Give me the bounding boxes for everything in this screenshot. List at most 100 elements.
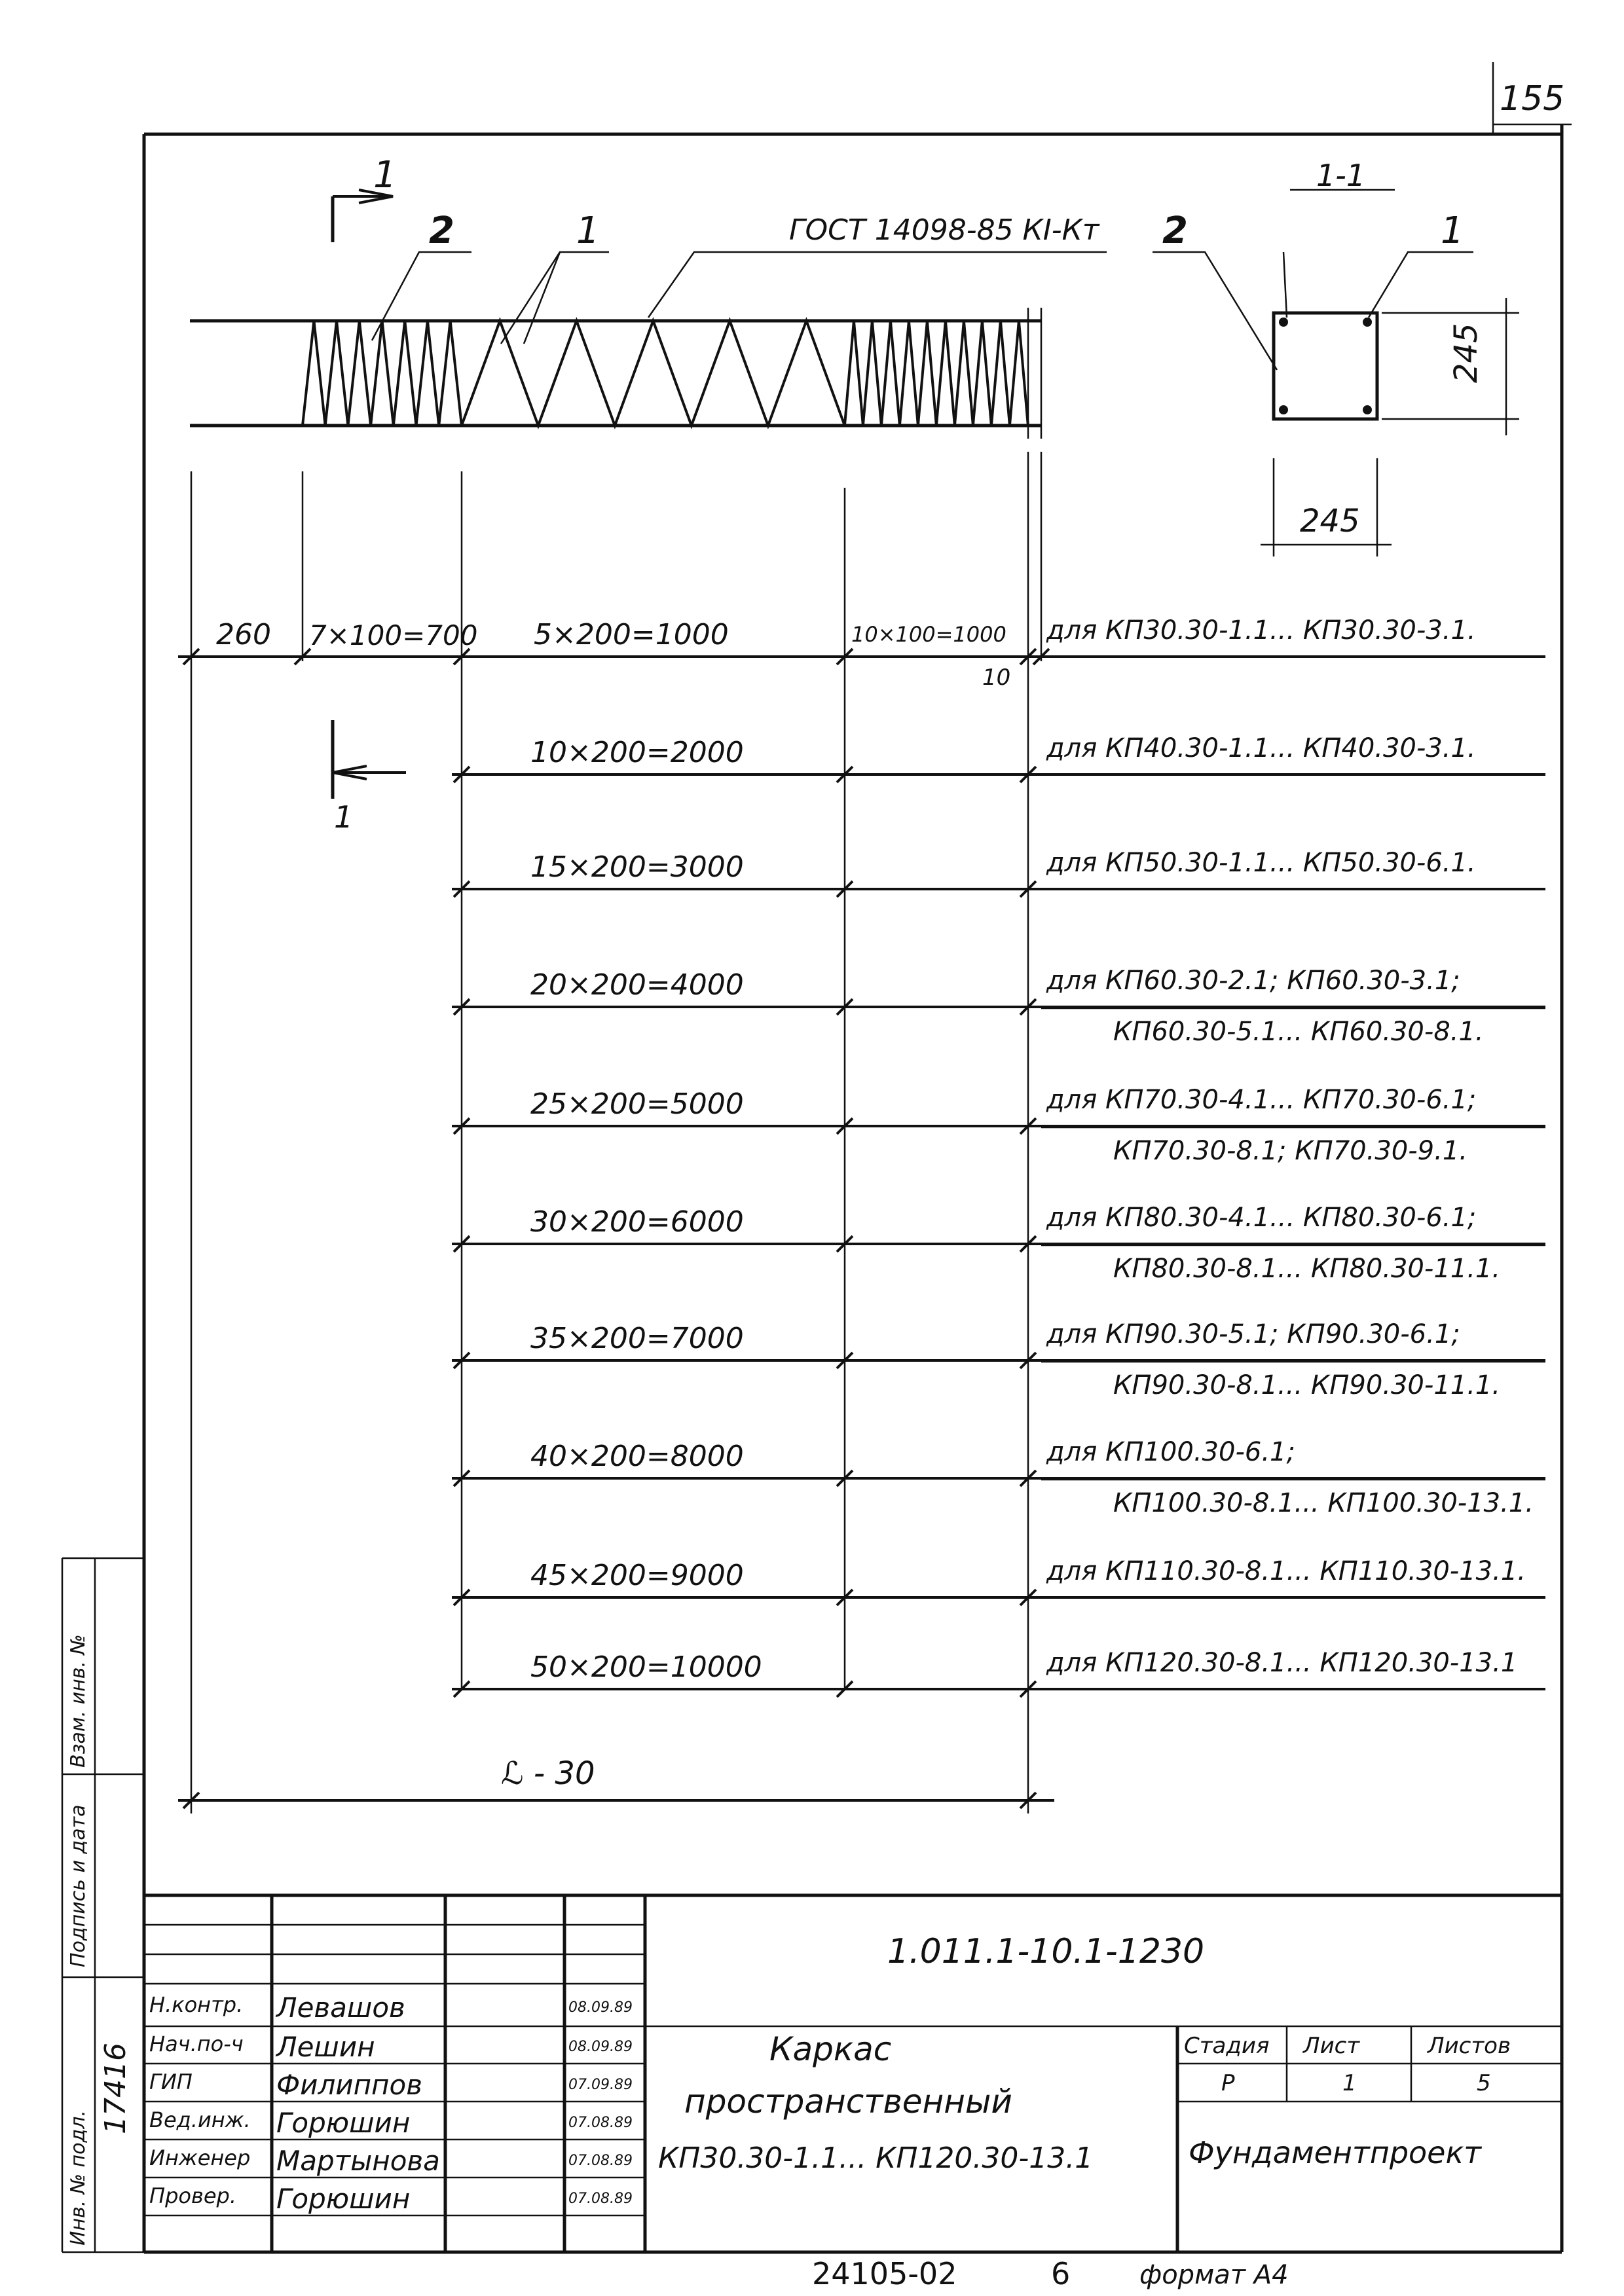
dim-dense: 7×100=700	[309, 619, 478, 651]
title-line-1: Каркас	[769, 2030, 892, 2068]
signature-role: ГИП	[149, 2069, 193, 2094]
dimension-tick	[452, 880, 471, 898]
row-description-continued: КП90.30-8.1... КП90.30-11.1.	[1113, 1370, 1501, 1400]
dimension-tick	[452, 1588, 471, 1607]
dimension-tick	[1019, 1117, 1037, 1135]
dimension-tick	[1019, 1588, 1037, 1607]
row-description-continued: КП100.30-8.1... КП100.30-13.1.	[1113, 1488, 1534, 1518]
dimension-tick	[452, 647, 471, 666]
row-description-continued: КП80.30-8.1... КП80.30-11.1.	[1113, 1254, 1501, 1284]
inventory-number: 17416	[99, 2043, 132, 2134]
row-dimension: 15×200=3000	[530, 850, 744, 884]
dimension-tick	[836, 880, 854, 898]
row-dimension: 50×200=10000	[530, 1650, 762, 1684]
signature-role: Инженер	[149, 2145, 251, 2170]
signature-date: 07.08.89	[568, 2191, 633, 2207]
dimension-tick	[836, 765, 854, 784]
signature-date: 07.09.89	[568, 2077, 633, 2093]
dimension-tick	[836, 1680, 854, 1698]
row-description: для КП30.30-1.1... КП30.30-3.1.	[1046, 615, 1476, 646]
dim-end: 260	[216, 618, 271, 651]
row-dimension: 25×200=5000	[530, 1087, 744, 1121]
dimension-tick	[452, 1469, 471, 1487]
dim-total: ℒ - 30	[501, 1755, 595, 1792]
sheets-label: Листов	[1428, 2033, 1511, 2059]
signature-name: Левашов	[276, 1992, 405, 2024]
signature-role: Вед.инж.	[149, 2107, 251, 2132]
row-dimension: 35×200=7000	[530, 1322, 744, 1355]
document-code: 1.011.1-10.1-1230	[887, 1932, 1205, 1971]
signature-date: 08.09.89	[568, 1999, 633, 2016]
dimension-tick	[452, 1351, 471, 1370]
row-description: для КП90.30-5.1; КП90.30-6.1;	[1046, 1319, 1460, 1349]
dimension-tick	[836, 647, 854, 666]
dimension-tick	[1019, 765, 1037, 784]
dimension-tick	[836, 998, 854, 1016]
dimension-tick	[1019, 880, 1037, 898]
dimension-tick	[1019, 1351, 1037, 1370]
dimension-tick	[452, 1235, 471, 1253]
gost-label: ГОСТ 14098-85 КI-Кт	[789, 213, 1099, 247]
footer-format: формат А4	[1139, 2260, 1289, 2290]
dimension-tick	[836, 1351, 854, 1370]
dim-offset: 10	[982, 665, 1011, 691]
dimension-tick	[452, 998, 471, 1016]
sheet-value: 1	[1342, 2070, 1357, 2096]
stage-label: Стадия	[1184, 2033, 1270, 2059]
title-line-3: КП30.30-1.1... КП120.30-13.1	[658, 2141, 1094, 2175]
row-dimension: 40×200=8000	[530, 1440, 744, 1473]
dimension-chain	[178, 452, 1545, 1813]
row-dimension: 20×200=4000	[530, 968, 744, 1002]
signature-name: Горюшин	[276, 2107, 411, 2139]
row-description-continued: КП60.30-5.1... КП60.30-8.1.	[1113, 1017, 1484, 1047]
section-mark-top	[331, 189, 394, 242]
signature-name: Мартынова	[276, 2145, 440, 2177]
section-height: 245	[1448, 323, 1485, 383]
dimension-tick	[836, 1469, 854, 1487]
section-width: 245	[1300, 503, 1360, 539]
row-description: для КП110.30-8.1... КП110.30-13.1.	[1046, 1556, 1526, 1586]
callout-2-section: 2	[1162, 210, 1188, 252]
dimension-tick	[452, 765, 471, 784]
side-stamp-replace: Взам. инв. №	[67, 1634, 90, 1768]
row-description: для КП80.30-4.1... КП80.30-6.1;	[1046, 1203, 1477, 1233]
signature-date: 07.08.89	[568, 2115, 633, 2131]
dimension-tick	[1019, 1235, 1037, 1253]
sheet-label: Лист	[1303, 2033, 1360, 2059]
signature-role: Нач.по-ч	[149, 2032, 244, 2056]
sheets-value: 5	[1477, 2070, 1491, 2096]
row-dimension: 30×200=6000	[530, 1205, 744, 1239]
dim-mid: 5×200=1000	[534, 618, 729, 651]
dimension-tick	[836, 1117, 854, 1135]
section-1-1	[1153, 189, 1519, 556]
callout-1-section: 1	[1441, 210, 1464, 252]
footer-code: 24105-02	[812, 2256, 957, 2291]
dimension-tick	[1019, 1469, 1037, 1487]
callout-2-top: 2	[429, 210, 454, 252]
section-mark-top-label: 1	[373, 154, 397, 196]
sheet-frame	[142, 62, 1572, 2254]
signature-name: Лешин	[276, 2031, 375, 2063]
footer-page: 6	[1051, 2256, 1071, 2291]
row-description: для КП100.30-6.1;	[1046, 1437, 1295, 1467]
sheet-number: 155	[1500, 79, 1565, 118]
row-description: для КП40.30-1.1... КП40.30-3.1.	[1046, 733, 1476, 763]
signature-date: 08.09.89	[568, 2039, 633, 2055]
side-stamp-lines	[61, 1557, 144, 2253]
section-mark-lower	[331, 720, 406, 799]
side-stamp-inv: Инв. № подл.	[67, 2110, 90, 2246]
stage-value: Р	[1221, 2070, 1235, 2096]
dimension-tick	[182, 1791, 200, 1810]
dimension-tick	[1019, 647, 1037, 666]
dimension-tick	[1019, 1680, 1037, 1698]
section-title: 1-1	[1316, 158, 1366, 193]
row-dimension: 45×200=9000	[530, 1559, 744, 1592]
dimension-tick	[452, 1117, 471, 1135]
organization: Фундаментпроект	[1189, 2135, 1482, 2170]
title-line-2: пространственный	[684, 2083, 1012, 2121]
signature-name: Филиппов	[276, 2069, 422, 2101]
row-description-continued: КП70.30-8.1; КП70.30-9.1.	[1113, 1136, 1467, 1166]
dimension-tick	[836, 1235, 854, 1253]
row-description: для КП50.30-1.1... КП50.30-6.1.	[1046, 848, 1476, 878]
